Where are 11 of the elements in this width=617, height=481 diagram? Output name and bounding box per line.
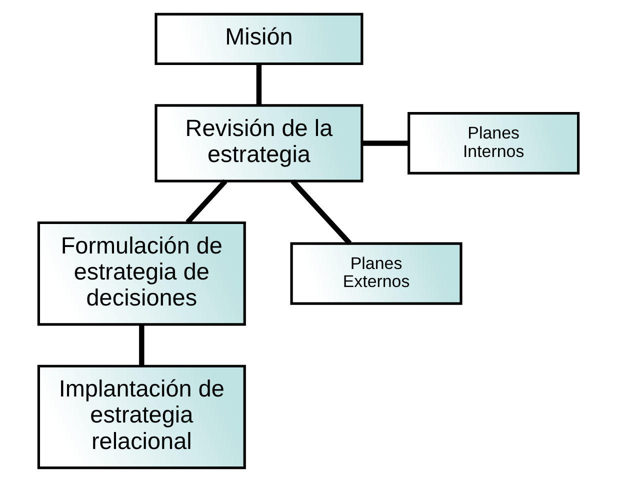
node-box: Revisión de la estrategia: [154, 104, 364, 182]
node-box: Planes Internos: [408, 111, 580, 174]
connector: [139, 324, 144, 366]
node-box: Formulación de estrategia de decisiones: [37, 220, 246, 326]
node-box: Planes Externos: [290, 242, 462, 304]
node-box: Implantación de estrategia relacional: [37, 364, 246, 469]
connector: [362, 140, 409, 146]
connector: [290, 178, 352, 245]
connector: [186, 178, 228, 224]
node-box: Misión: [154, 12, 364, 65]
connector: [256, 63, 262, 105]
